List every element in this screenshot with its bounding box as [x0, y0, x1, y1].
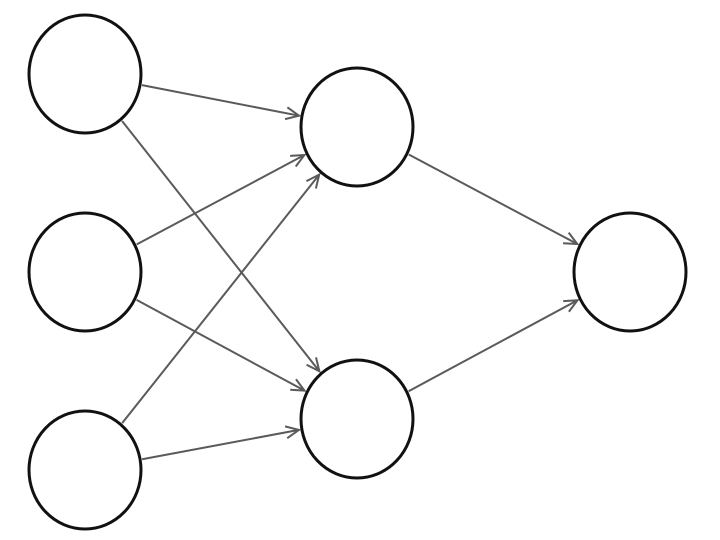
output-node-o1 — [572, 211, 688, 333]
hidden-node-h2 — [299, 358, 415, 480]
input-node-i3 — [27, 409, 143, 531]
hidden-node-h1 — [299, 66, 415, 188]
edge-i2-h2-arrow — [136, 298, 305, 391]
nodes — [27, 13, 688, 531]
input-node-i2 — [27, 211, 143, 333]
edge-i3-h1-arrow — [121, 175, 319, 424]
edges — [121, 84, 578, 461]
input-node-i1 — [27, 13, 143, 135]
edge-i3-h2-arrow — [141, 430, 299, 461]
edge-i2-h1-arrow — [136, 155, 305, 246]
edge-h2-o1-arrow — [408, 300, 578, 393]
edge-i1-h2-arrow — [121, 120, 319, 371]
edge-i1-h1-arrow — [141, 84, 299, 116]
edge-h1-o1-arrow — [408, 153, 578, 244]
